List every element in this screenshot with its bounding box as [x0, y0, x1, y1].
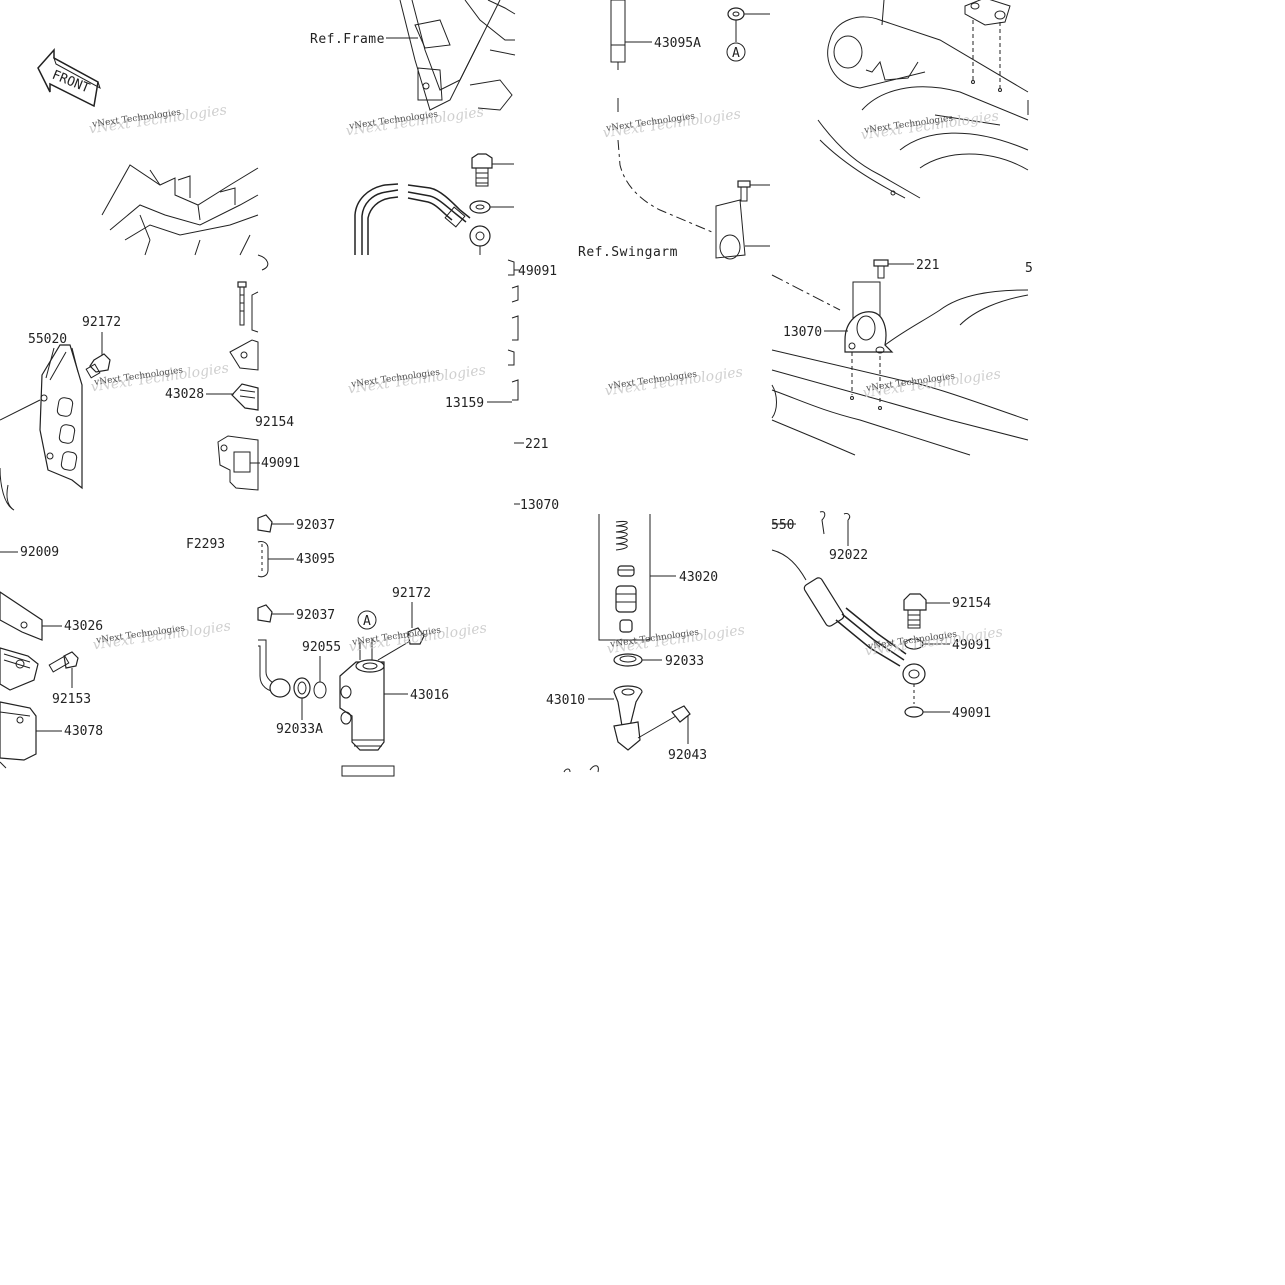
part-43078: 43078	[64, 724, 103, 739]
svg-text:5: 5	[1025, 261, 1033, 276]
master-cylinder-bracket-group: 43028 92154 49091	[165, 281, 300, 491]
swingarm-section-top-right	[817, 0, 1029, 199]
part-13070-mid: 13070	[520, 498, 559, 513]
part-92055: 92055	[302, 640, 341, 655]
brake-hose-bottom-right: 550 92022 92154 49091 49091	[771, 511, 991, 721]
part-92009: 92009	[20, 545, 59, 560]
brake-line-top-center	[354, 183, 491, 255]
part-221-mid: 221	[525, 437, 548, 452]
master-cylinder-group: 92037 43095 92037 92033A 92055 43016	[257, 514, 449, 777]
part-43010: 43010	[546, 693, 585, 708]
guard-section-left-middle: 55020 92172 92009	[0, 315, 121, 560]
part-92172-left: 92172	[82, 315, 121, 330]
brake-hose-top: 43095A Ref.Swingarm	[578, 0, 713, 260]
part-49091-left: 49091	[261, 456, 300, 471]
watermarks: vNext Technologies vNext Technologies vN…	[88, 102, 1004, 659]
part-49091-right-top: 49091	[952, 638, 991, 653]
part-221-right: 221	[916, 258, 939, 273]
svg-text:A: A	[363, 614, 371, 629]
part-43020: 43020	[679, 570, 718, 585]
part-49091-right-bottom: 49091	[952, 706, 991, 721]
frame-section-top-left	[101, 164, 269, 271]
part-550: 550	[771, 518, 794, 533]
part-92154-right: 92154	[952, 596, 991, 611]
part-13159: 13159	[445, 396, 484, 411]
swingarm-section-right-middle: 221 13070 5	[771, 258, 1033, 456]
footrest-section-bottom-left: 43026 43078 92153	[0, 591, 103, 769]
bracket-mid-center: 49091 13159 221 13070	[445, 259, 559, 513]
part-92037-top: 92037	[296, 518, 335, 533]
part-92022: 92022	[829, 548, 868, 563]
ref-a-circle-icon	[726, 42, 746, 62]
piston-kit-group: 43020 92033 43010 92043	[546, 514, 718, 773]
part-92153: 92153	[52, 692, 91, 707]
part-92033A: 92033A	[276, 722, 323, 737]
front-arrow-icon: FRONT	[37, 48, 101, 108]
part-43095A: 43095A	[654, 36, 701, 51]
part-43026: 43026	[64, 619, 103, 634]
part-92043: 92043	[668, 748, 707, 763]
bolt-swingarm-top	[715, 180, 770, 260]
frame-section-top-middle: Ref.Frame	[310, 0, 516, 111]
part-43095: 43095	[296, 552, 335, 567]
part-55020: 55020	[28, 332, 67, 347]
ref-frame-label: Ref.Frame	[310, 32, 385, 47]
ref-a-label: A	[732, 46, 740, 61]
part-92033: 92033	[665, 654, 704, 669]
part-92172-center: 92172	[392, 586, 431, 601]
part-49091-top: 49091	[518, 264, 557, 279]
bolt-washer-top-center	[469, 153, 514, 214]
part-92037-bottom: 92037	[296, 608, 335, 623]
part-43028: 43028	[165, 387, 204, 402]
part-43016: 43016	[410, 688, 449, 703]
washer-and-ref-a-top: A	[726, 7, 770, 62]
figure-code: F2293	[186, 537, 225, 552]
ref-swingarm-label: Ref.Swingarm	[578, 245, 678, 260]
part-13070-right: 13070	[783, 325, 822, 340]
ref-a-circle-bottom-icon	[357, 610, 377, 630]
part-92154-left: 92154	[255, 415, 294, 430]
